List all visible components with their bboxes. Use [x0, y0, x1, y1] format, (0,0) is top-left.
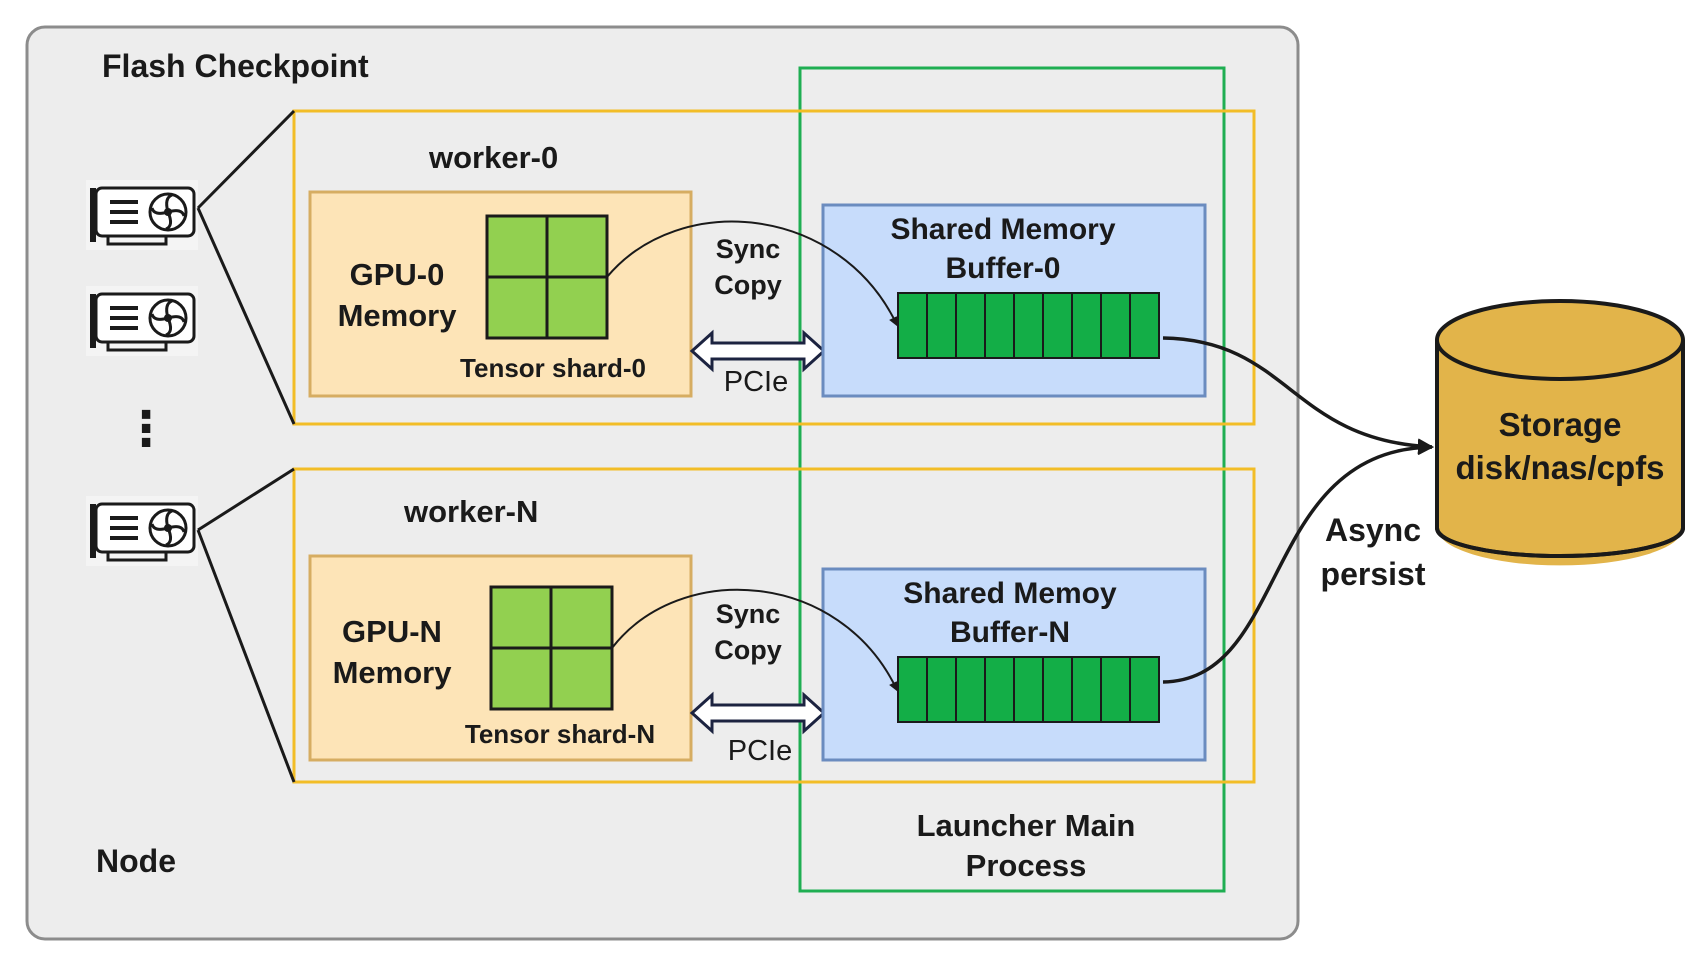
buffer-n-slots	[897, 656, 1160, 723]
sync-copy-0-line2: Copy	[714, 270, 782, 300]
worker-0-label: worker-0	[428, 140, 558, 175]
buffer-slot	[955, 656, 986, 723]
diagram-title: Flash Checkpoint	[102, 48, 369, 84]
tensor-shard-0-label: Tensor shard-0	[460, 353, 646, 383]
worker-n-group: worker-N GPU-N Memory Tensor shard-N Syn…	[292, 467, 1256, 784]
buffer-slot	[955, 292, 986, 359]
buffer-slot	[1071, 292, 1102, 359]
buffer-n-label-line1: Shared Memoy	[903, 577, 1117, 610]
async-persist-label-line2: persist	[1321, 556, 1426, 592]
buffer-slot	[1042, 656, 1073, 723]
sync-copy-0-arrow	[606, 220, 899, 327]
buffer-slot	[1129, 292, 1160, 359]
gpu-0-label-line1: GPU-0	[350, 257, 445, 292]
sync-copy-0-line1: Sync	[716, 234, 781, 264]
buffer-slot	[926, 656, 957, 723]
gpu-card-icon	[86, 496, 198, 566]
launcher-process-box	[798, 66, 1226, 893]
gpu-card-icon	[86, 286, 198, 356]
async-persist-label-line1: Async	[1325, 512, 1421, 548]
gpu-card-icon	[86, 180, 198, 250]
pcie-n-label: PCIe	[728, 735, 792, 767]
sync-copy-n-arrow	[611, 588, 899, 692]
buffer-0-slots	[897, 292, 1160, 359]
gpu-n-label-line2: Memory	[333, 655, 453, 690]
launcher-label-line2: Process	[966, 848, 1087, 883]
buffer-slot	[926, 292, 957, 359]
buffer-0-label-line2: Buffer-0	[945, 252, 1060, 285]
tensor-shard-n-grid	[489, 585, 614, 711]
gpu-list-ellipsis: ⋮	[122, 403, 170, 456]
tensor-shard-0-grid	[485, 214, 609, 340]
gpu-0-label-line2: Memory	[338, 298, 458, 333]
async-persist-arrow-n	[1162, 439, 1434, 684]
buffer-slot	[984, 292, 1015, 359]
sync-copy-n-line1: Sync	[716, 599, 781, 629]
sync-copy-n-line2: Copy	[714, 635, 782, 665]
pcie-0-label: PCIe	[724, 366, 788, 398]
buffer-slot	[1129, 656, 1160, 723]
async-persist-arrow-0	[1162, 336, 1434, 455]
buffer-slot	[1071, 656, 1102, 723]
storage-label-line2: disk/nas/cpfs	[1455, 449, 1664, 486]
node-container	[25, 25, 1300, 941]
buffer-slot	[1100, 656, 1131, 723]
buffer-slot	[984, 656, 1015, 723]
launcher-label-line1: Launcher Main	[917, 808, 1136, 843]
worker-n-label: worker-N	[403, 494, 538, 529]
node-label: Node	[96, 843, 176, 879]
buffer-slot	[1100, 292, 1131, 359]
worker-n-box	[292, 467, 1256, 784]
buffer-n-label-line2: Buffer-N	[950, 616, 1070, 649]
buffer-slot	[897, 656, 928, 723]
buffer-slot	[1013, 292, 1044, 359]
gpu-to-worker-connectors	[196, 109, 296, 783]
gpu-n-label-line1: GPU-N	[342, 614, 442, 649]
tensor-shard-n-label: Tensor shard-N	[465, 719, 655, 749]
worker-0-group: worker-0 GPU-0 Memory Tensor shard-0 Syn…	[292, 109, 1256, 426]
buffer-slot	[897, 292, 928, 359]
buffer-slot	[1042, 292, 1073, 359]
storage-label-line1: Storage	[1499, 406, 1622, 443]
worker-0-box	[292, 109, 1256, 426]
buffer-slot	[1013, 656, 1044, 723]
buffer-0-label-line1: Shared Memory	[890, 213, 1115, 246]
storage-cylinder	[1435, 299, 1685, 566]
